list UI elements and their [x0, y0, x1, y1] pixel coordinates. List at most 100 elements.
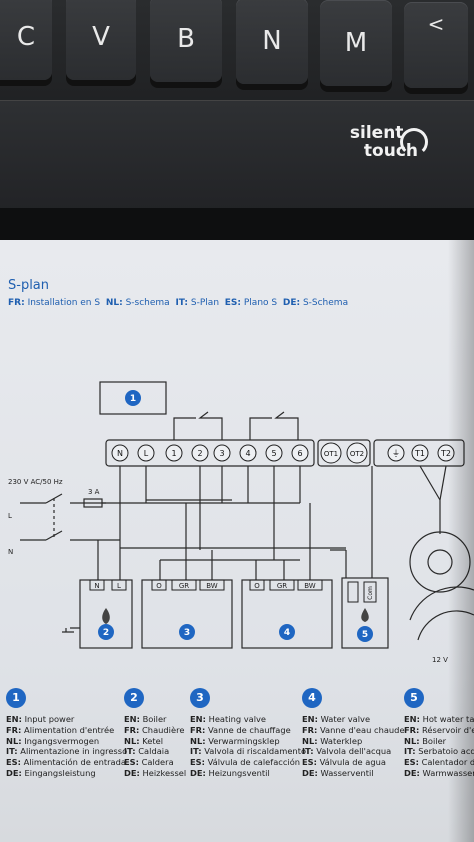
terminal-5: 5	[265, 444, 283, 462]
input-power-box	[99, 381, 167, 415]
svg-text:4: 4	[284, 628, 290, 638]
key-m[interactable]: M	[320, 0, 392, 86]
key-n[interactable]: N	[236, 0, 308, 84]
terminal-t2: T2	[437, 444, 455, 462]
key-v[interactable]: V	[66, 0, 136, 80]
legend-code: EN:	[190, 714, 206, 724]
page-shadow	[448, 240, 474, 842]
legend-code: FR:	[124, 724, 140, 735]
key-label: M	[344, 28, 368, 58]
legend-text: Calentador de a	[421, 757, 474, 768]
lang-code: ES:	[224, 298, 241, 308]
sensor-disc	[409, 531, 471, 593]
keyboard-frame	[0, 100, 474, 211]
marker-5: 5	[357, 626, 373, 642]
legend-text: Waterklep	[320, 735, 363, 746]
terminal-ot1: OT1	[320, 442, 342, 464]
legend-text: Ketel	[142, 735, 163, 746]
legend-text: Serbatoio acqua	[418, 746, 474, 757]
sensor-pipe	[409, 586, 474, 641]
legend-code: ES:	[124, 757, 139, 768]
legend-text: Heizungsventil	[208, 767, 270, 778]
legend-number: 4	[302, 688, 322, 708]
legend-text: Wasserventil	[320, 767, 374, 778]
terminal-strip-t	[373, 439, 465, 467]
legend-water-valve: 4 EN: Water valve FR: Vanne d'eau chaude…	[302, 688, 405, 779]
legend-number: 3	[190, 688, 210, 708]
power-icon	[400, 128, 428, 156]
water-wires	[146, 466, 301, 560]
heating-term-o: O	[156, 582, 162, 590]
legend-text: Heizkessel	[142, 767, 187, 778]
ground-symbol	[62, 627, 80, 633]
svg-text:T1: T1	[414, 449, 425, 458]
terminal-l: L	[137, 444, 155, 462]
legend-text: Hot water tank	[422, 714, 474, 724]
svg-text:5: 5	[271, 449, 276, 458]
boiler-box	[79, 579, 133, 649]
legend-code: EN:	[124, 714, 140, 724]
legend-code: NL:	[6, 735, 22, 746]
lang-text: S-schema	[125, 298, 170, 308]
marker-4: 4	[279, 624, 295, 640]
terminal-3: 3	[213, 444, 231, 462]
water-term-gr: GR	[277, 582, 287, 590]
sensor-center	[427, 549, 453, 575]
legend-text: Chaudière	[142, 724, 185, 735]
legend-code: DE:	[124, 767, 140, 778]
legend-code: EN:	[302, 714, 318, 724]
tank-box	[341, 577, 389, 649]
legend-code: ES:	[6, 757, 21, 768]
key-b[interactable]: B	[150, 0, 222, 82]
legend-text: Caldaia	[138, 746, 170, 757]
legend-code: FR:	[302, 724, 318, 735]
legend-text: Réservoir d'eau	[422, 724, 474, 735]
terminal-strip-main	[105, 439, 315, 467]
svg-text:2: 2	[103, 628, 109, 638]
legend-text: Warmwasserspe	[423, 768, 474, 778]
svg-text:4: 4	[245, 449, 250, 458]
key-c[interactable]: C	[0, 0, 52, 80]
legend-text: Caldera	[141, 757, 174, 768]
wiring-diagram: N L 1 2 3 4 5 6 OT1 OT2 ⏚ T1 T2 230 V AC…	[8, 381, 474, 664]
legend-code: ES:	[190, 757, 205, 768]
key-comma[interactable]: <	[404, 2, 468, 88]
legend-text: Valvola dell'acqua	[316, 746, 392, 757]
boiler-term-n: N	[94, 582, 99, 590]
lang-text: S-Plan	[190, 298, 220, 308]
legend-text: Válvula de agua	[319, 757, 386, 768]
legend-code: IT:	[404, 746, 416, 757]
svg-text:L: L	[144, 449, 149, 458]
legend-code: NL:	[302, 735, 318, 746]
legend-code: IT:	[6, 746, 18, 757]
legend-code: EN:	[404, 714, 420, 724]
relay-1	[173, 411, 223, 440]
mains-lines	[20, 493, 106, 541]
legend-code: IT:	[302, 746, 314, 757]
svg-text:1: 1	[171, 449, 176, 458]
svg-text:⏚: ⏚	[392, 449, 400, 458]
legend-code: NL:	[404, 735, 420, 746]
legend-code: NL:	[124, 735, 140, 746]
terminal-t1: T1	[411, 444, 429, 462]
legend-text: Boiler	[142, 714, 167, 724]
legend-boiler: 2 EN: Boiler FR: Chaudière NL: Ketel IT:…	[124, 688, 186, 779]
legend-code: DE:	[404, 767, 420, 778]
boiler-term-l: L	[117, 582, 121, 590]
legend-text: Valvola di riscaldamento	[204, 746, 307, 757]
key-label: <	[427, 12, 445, 36]
legend-text: Water valve	[320, 714, 371, 724]
legend-text: Verwarmingsklep	[208, 735, 280, 746]
key-label: C	[16, 22, 36, 52]
legend-code: ES:	[404, 757, 419, 768]
heating-term-bw: BW	[206, 582, 218, 590]
legend-text: Alimentation d'entrée	[24, 724, 115, 735]
live-label: L	[8, 512, 12, 520]
legend-text: Input power	[24, 714, 75, 724]
svg-text:3: 3	[219, 449, 224, 458]
legend-text: Alimentación de entrada	[23, 757, 126, 768]
legend-number: 1	[6, 688, 26, 708]
sensor-wires	[419, 465, 447, 534]
svg-text:5: 5	[362, 630, 368, 640]
svg-text:T2: T2	[440, 449, 451, 458]
